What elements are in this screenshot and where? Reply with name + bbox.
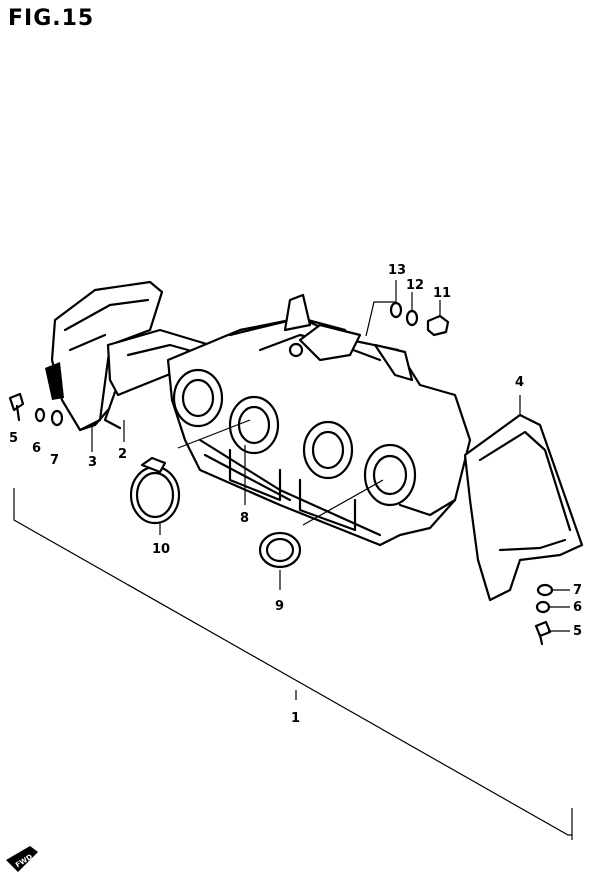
callout-4: 4 — [515, 375, 524, 390]
forward-arrow-icon: FWD — [6, 846, 38, 872]
intake-socket-1 — [172, 368, 224, 428]
callout-5-left: 5 — [9, 431, 18, 446]
callout-labels: 1 2 3 4 5 6 7 8 9 10 11 12 13 7 6 5 — [9, 263, 582, 726]
callout-9: 9 — [275, 599, 284, 614]
callout-12: 12 — [406, 278, 424, 293]
leader-lines — [91, 280, 570, 632]
callout-6-right: 6 — [573, 600, 582, 615]
intake-socket-4 — [363, 443, 417, 507]
callout-7-right: 7 — [573, 583, 582, 598]
intake-socket-3 — [302, 420, 354, 480]
callout-10: 10 — [152, 542, 170, 557]
callout-13: 13 — [388, 263, 406, 278]
callout-1: 1 — [291, 711, 300, 726]
left-hardware — [8, 392, 64, 427]
top-hardware — [389, 301, 450, 337]
intake-cap — [258, 531, 302, 569]
callout-8: 8 — [240, 511, 249, 526]
right-side-cover — [463, 413, 584, 602]
callout-3: 3 — [88, 455, 97, 470]
right-hardware — [534, 583, 554, 646]
figure-title: FIG.15 — [8, 6, 95, 31]
callout-7-left: 7 — [50, 453, 59, 468]
assembly-bracket — [13, 488, 573, 840]
intake-socket-2 — [228, 395, 280, 455]
callout-5-right: 5 — [573, 624, 582, 639]
callout-11: 11 — [433, 286, 451, 301]
callout-2: 2 — [118, 447, 127, 462]
hose-clamp — [129, 456, 181, 525]
air-cleaner-case — [166, 293, 472, 547]
callout-6-left: 6 — [32, 441, 41, 456]
